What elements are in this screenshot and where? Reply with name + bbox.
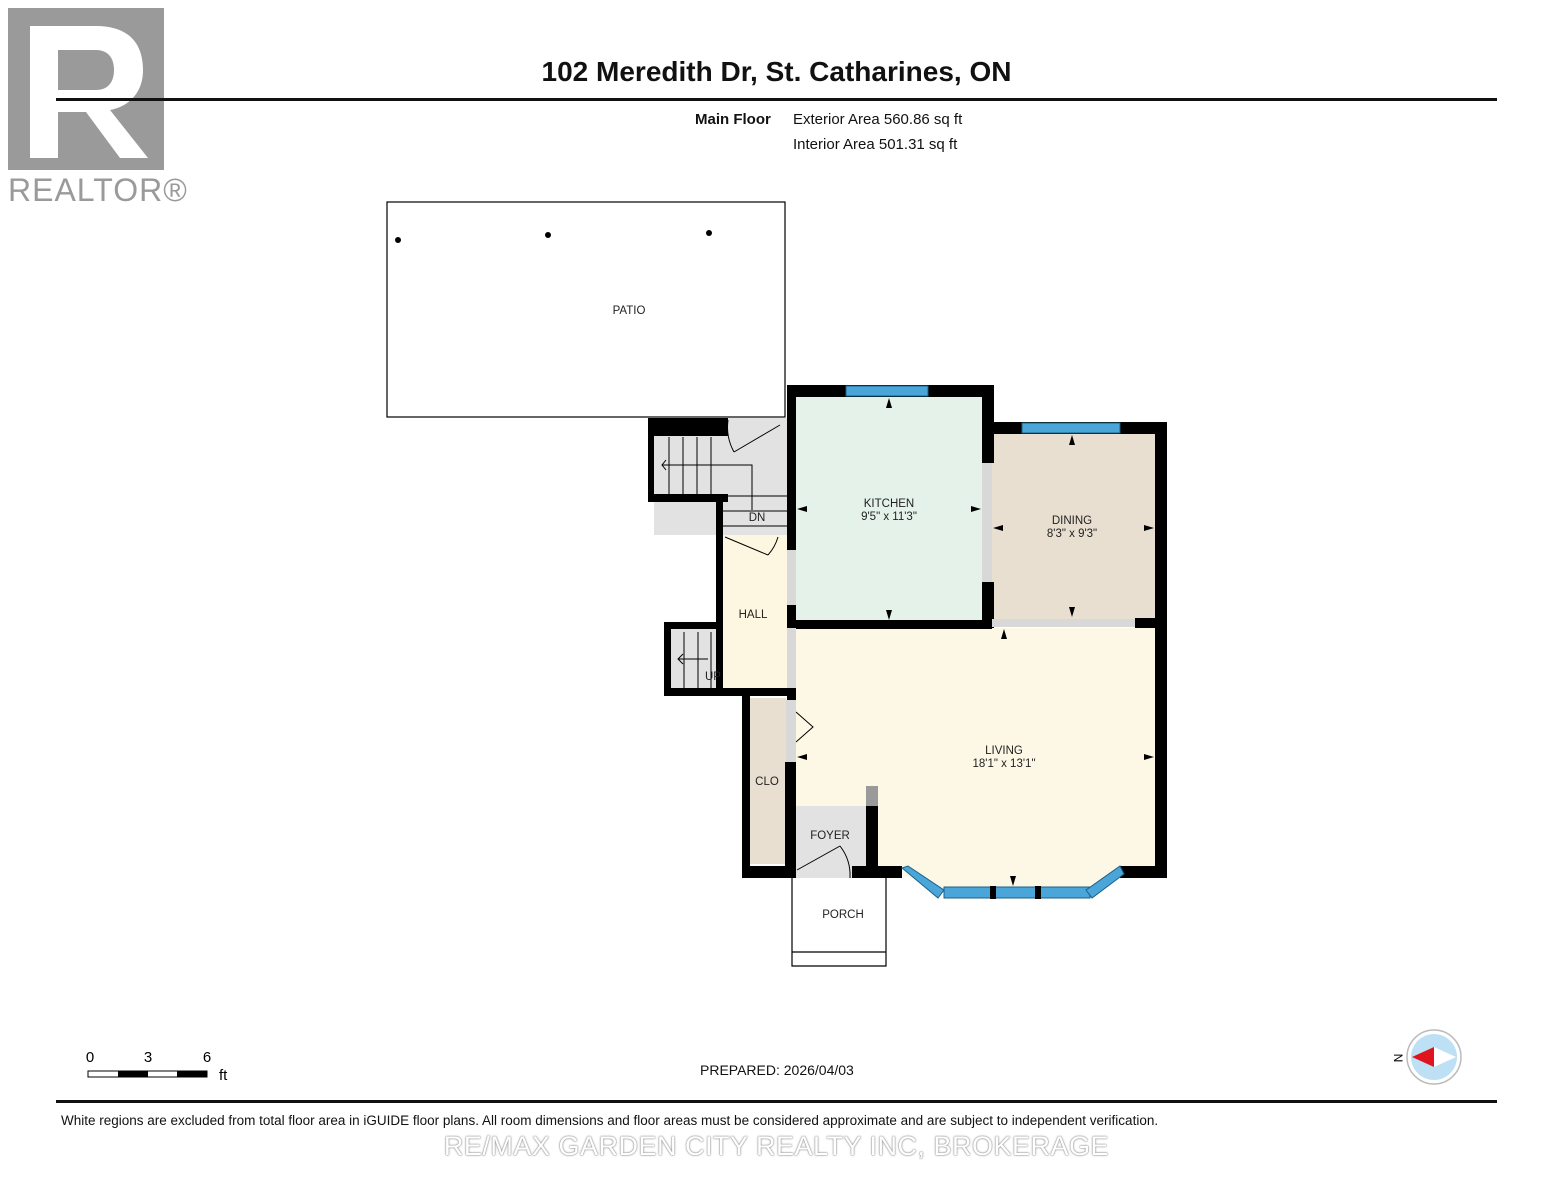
living-label: LIVING xyxy=(985,745,1023,757)
stairs-down-label: DN xyxy=(749,512,766,524)
scale-unit: ft xyxy=(219,1067,228,1084)
room-patio: PATIO xyxy=(386,201,786,418)
dining-label: DINING xyxy=(1052,515,1092,527)
stair-lines xyxy=(661,419,851,879)
hall-label: HALL xyxy=(739,609,768,621)
room-porch xyxy=(791,878,887,967)
disclaimer: White regions are excluded from total fl… xyxy=(61,1113,1159,1128)
realtor-logo: REALTOR® xyxy=(8,8,187,208)
interior-area: Interior Area 501.31 sq ft xyxy=(793,136,958,153)
room-clo xyxy=(750,698,786,864)
clo-label: CLO xyxy=(755,776,779,788)
patio-label: PATIO xyxy=(613,305,646,317)
floor-name: Main Floor xyxy=(695,111,771,128)
kitchen-label: KITCHEN xyxy=(864,498,914,510)
window-mullions xyxy=(990,886,1041,899)
room-hall xyxy=(722,535,787,688)
dimension-arrows xyxy=(797,398,1154,886)
room-dining xyxy=(992,434,1155,619)
prepared-date: PREPARED: 2026/04/03 xyxy=(700,1062,854,1078)
scale-bar: 0 3 6 ft xyxy=(86,1049,228,1084)
header-divider xyxy=(56,98,1497,101)
exterior-area: Exterior Area 560.86 sq ft xyxy=(793,111,963,128)
foyer-label: FOYER xyxy=(810,830,850,842)
kitchen-dims: 9'5" x 11'3" xyxy=(861,511,917,523)
logo-text: REALTOR® xyxy=(8,172,188,208)
realtor-r-icon xyxy=(8,8,164,170)
page-title: 102 Meredith Dr, St. Catharines, ON xyxy=(541,56,1012,87)
footer-divider xyxy=(56,1100,1497,1103)
scale-tick-3: 3 xyxy=(144,1049,152,1066)
dining-dims: 8'3" x 9'3" xyxy=(1047,528,1097,540)
compass-label: N xyxy=(1391,1054,1405,1063)
porch-label: PORCH xyxy=(822,909,864,921)
room-kitchen xyxy=(796,397,982,621)
scale-tick-0: 0 xyxy=(86,1049,94,1066)
compass-north-arrow-icon: N xyxy=(1391,1029,1462,1085)
stairs-up-label: UP xyxy=(705,671,721,683)
openings xyxy=(786,463,1135,762)
living-dims: 18'1" x 13'1" xyxy=(972,758,1035,770)
scale-tick-6: 6 xyxy=(203,1049,211,1066)
brokerage-watermark: RE/MAX GARDEN CITY REALTY INC, BROKERAGE xyxy=(443,1131,1110,1161)
windows xyxy=(845,385,1125,899)
living-bay xyxy=(880,866,1120,890)
